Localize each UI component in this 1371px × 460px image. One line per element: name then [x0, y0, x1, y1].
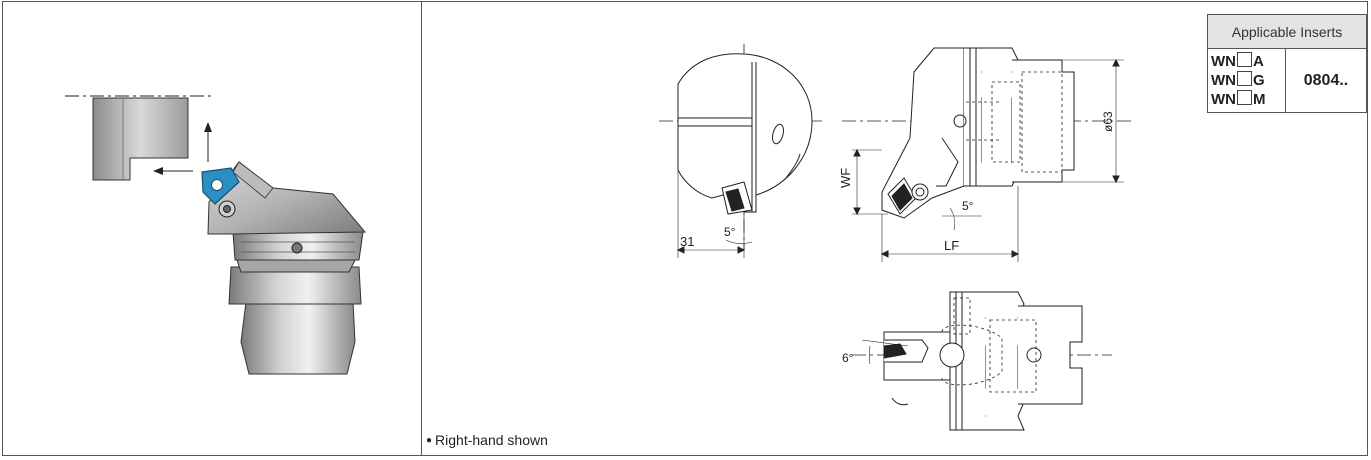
side-height-label: WF — [838, 168, 853, 188]
inserts-header: Applicable Inserts — [1207, 14, 1367, 49]
tool-illustration-panel — [3, 2, 421, 455]
tool-holder-illustration — [65, 95, 367, 375]
holder-shank — [240, 301, 356, 375]
bullet-icon: ● — [426, 435, 433, 446]
note-text: Right-hand shown — [435, 432, 548, 448]
technical-drawings: 31 5° — [659, 44, 1132, 431]
blank-box-icon — [1237, 52, 1252, 67]
drawing-panel: 31 5° — [422, 2, 1367, 455]
top-view — [852, 291, 1112, 431]
side-angle-label: 5° — [962, 199, 974, 213]
panel-divider — [421, 1, 422, 456]
top-angle-label: 6° — [842, 351, 854, 365]
insert-size-cell: 0804.. — [1285, 48, 1367, 113]
workpiece — [65, 95, 213, 181]
front-width-label: 31 — [680, 234, 694, 249]
blank-box-icon — [1237, 90, 1252, 105]
front-view — [659, 44, 822, 258]
side-view — [842, 47, 1132, 262]
feed-arrows — [153, 122, 212, 175]
right-hand-note: ●Right-hand shown — [426, 432, 548, 448]
blank-box-icon — [1237, 71, 1252, 86]
holder-collar — [228, 266, 362, 305]
insert-icon — [201, 167, 240, 205]
side-length-label: LF — [944, 238, 959, 253]
side-diameter-label: ø63 — [1101, 111, 1115, 132]
front-angle-label: 5° — [724, 225, 736, 239]
